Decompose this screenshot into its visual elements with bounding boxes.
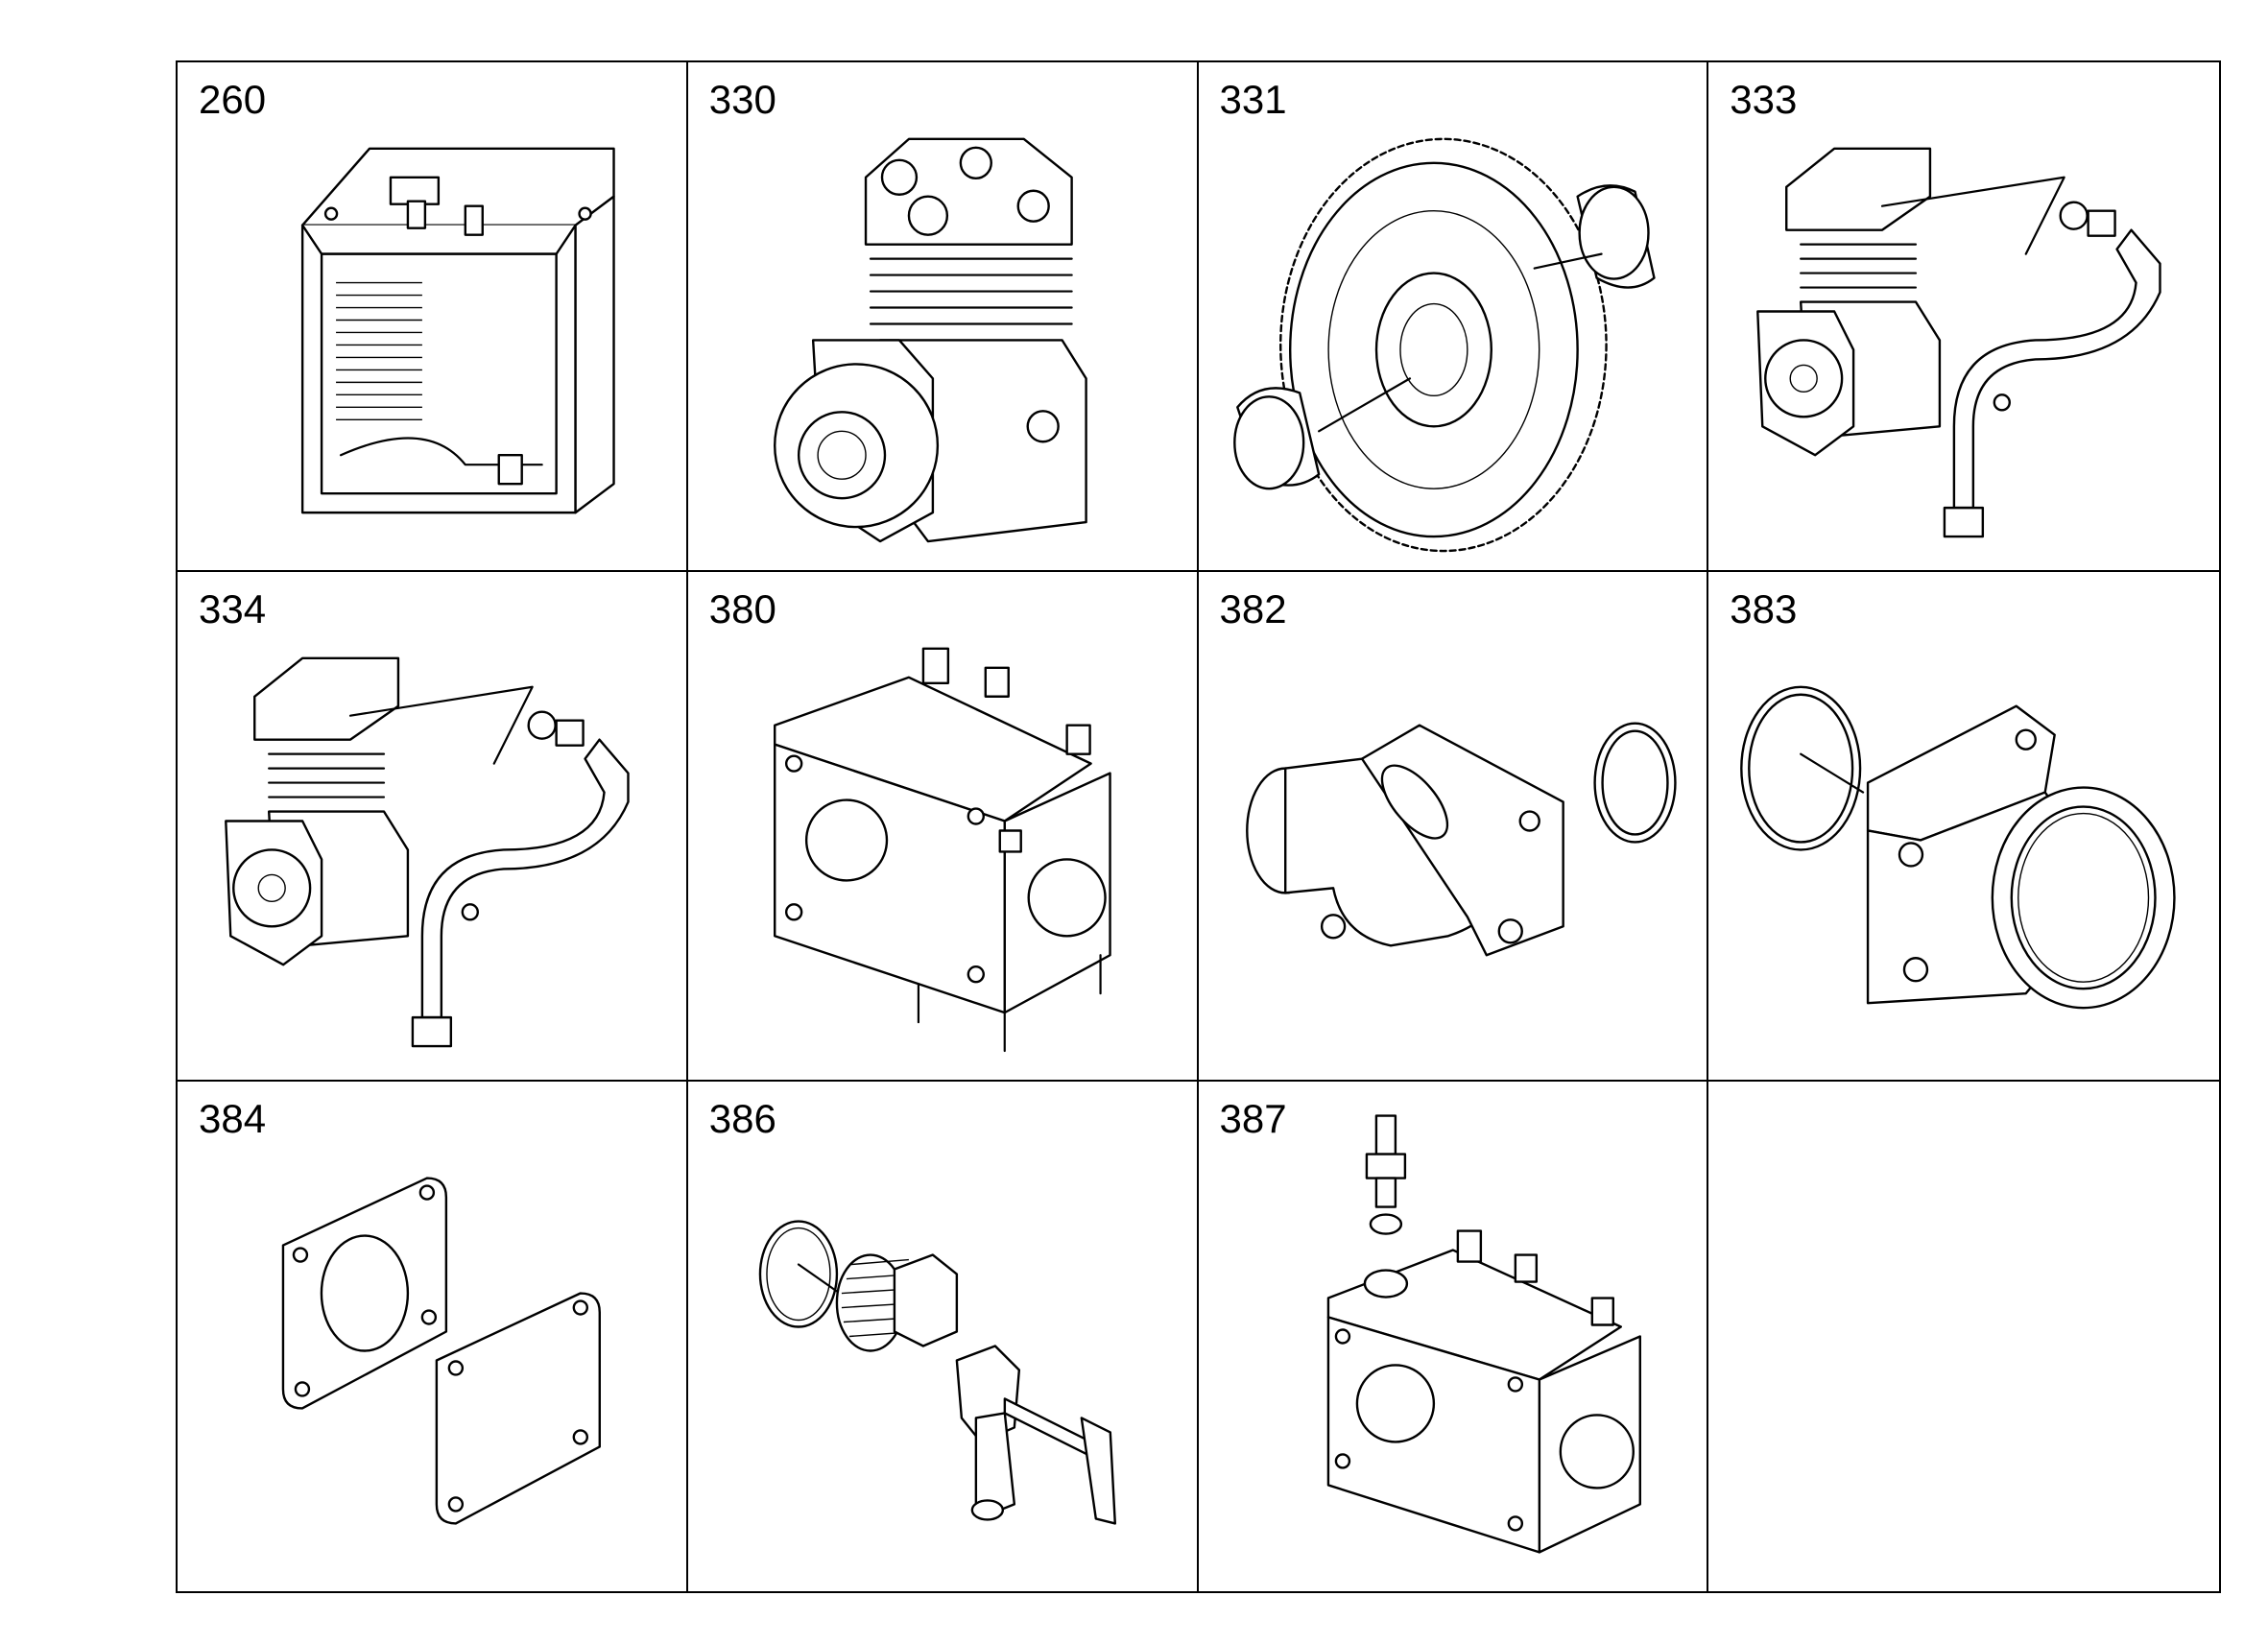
part-number: 333	[1730, 77, 1798, 122]
compressor-with-pipe-icon	[178, 572, 686, 1080]
part-number: 382	[1219, 586, 1287, 631]
part-number: 383	[1730, 586, 1798, 631]
parts-grid: 260 330	[176, 60, 2221, 1593]
flange-connector-icon	[1708, 572, 2219, 1080]
housing-with-fitting-icon	[1199, 1082, 1707, 1591]
part-number: 330	[708, 77, 776, 122]
gasket-cover-icon	[178, 1082, 686, 1591]
part-cell-331[interactable]: 331	[1198, 62, 1709, 572]
part-cell-330[interactable]: 330	[687, 62, 1199, 572]
compressor-with-pipe-icon	[1708, 62, 2219, 570]
part-cell-333[interactable]: 333	[1708, 62, 2219, 572]
part-number: 260	[199, 77, 267, 122]
part-number: 334	[199, 586, 267, 631]
housing-icon	[688, 572, 1197, 1080]
part-cell-380[interactable]: 380	[687, 572, 1199, 1082]
part-cell-386[interactable]: 386	[688, 1082, 1199, 1591]
air-compressor-icon	[688, 62, 1197, 570]
part-cell-260[interactable]: 260	[178, 62, 688, 572]
part-number: 331	[1219, 77, 1287, 122]
part-number: 380	[708, 586, 776, 631]
gear-icon	[1199, 62, 1707, 570]
part-cell-382[interactable]: 382	[1198, 572, 1709, 1082]
part-cell-383[interactable]: 383	[1708, 572, 2219, 1082]
part-cell-334[interactable]: 334	[178, 572, 688, 1082]
part-number: 384	[199, 1096, 267, 1141]
drain-valve-icon	[688, 1082, 1197, 1591]
elbow-connector-icon	[1199, 572, 1707, 1080]
part-number: 386	[708, 1096, 776, 1141]
part-cell-384[interactable]: 384	[178, 1082, 688, 1591]
part-cell-387[interactable]: 387	[1199, 1082, 1709, 1591]
empty-cell	[1708, 1082, 2219, 1591]
part-number: 387	[1219, 1096, 1287, 1141]
heat-exchanger-icon	[178, 62, 686, 570]
